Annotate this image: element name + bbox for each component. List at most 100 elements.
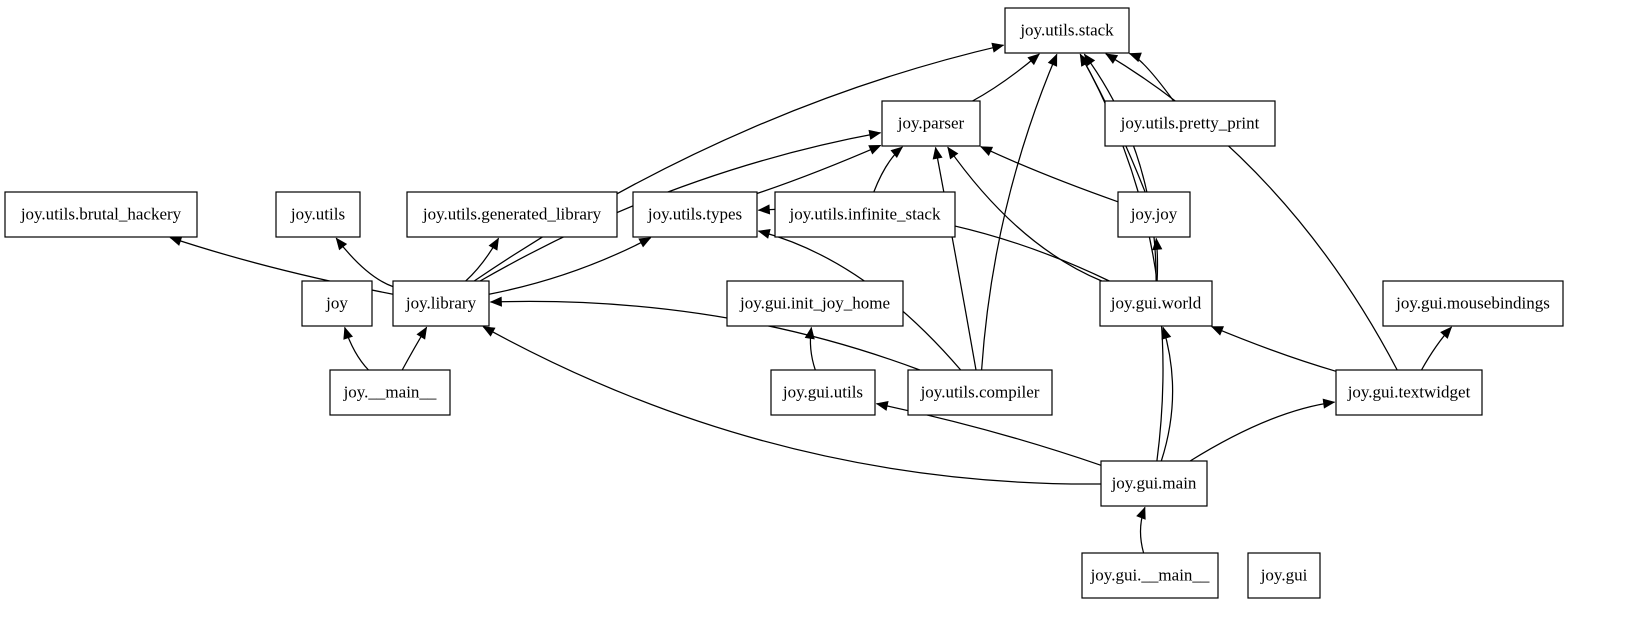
edge-joy-gui-main-to-joy-gui-textwidget [1189, 401, 1335, 462]
arrowhead-joy-gui-world-to-joy-parser [947, 146, 959, 160]
arrowhead-joy-library-to-joy-utils-brutal_hackery [169, 236, 183, 246]
node-box[interactable] [1099, 280, 1213, 327]
arrowhead-joy-gui-__main__-to-joy-gui-main [1136, 506, 1146, 520]
edge-joy-gui-main-to-joy-library [482, 326, 1102, 485]
arrowhead-joy-gui-main-to-joy-utils-stack [1079, 53, 1091, 67]
node-box[interactable] [770, 369, 876, 416]
edge-joy-gui-textwidget-to-joy-utils-stack [1105, 53, 1398, 371]
node-joy-gui-main[interactable]: joy.gui.main [1100, 460, 1208, 507]
arrowhead-joy-parser-to-joy-utils-stack [1027, 53, 1040, 66]
node-label: joy.joy [1130, 204, 1178, 223]
arrowhead-joy-gui-textwidget-to-joy-utils-stack [1105, 53, 1119, 64]
node-label: joy.__main__ [343, 382, 437, 401]
node-label: joy.utils.compiler [920, 382, 1040, 401]
node-box[interactable] [406, 191, 618, 238]
arrowhead-joy-gui-main-to-joy-gui-textwidget [1322, 398, 1336, 409]
node-joy-gui-world[interactable]: joy.gui.world [1099, 280, 1213, 327]
node-box[interactable] [774, 191, 956, 238]
node-joy-utils-stack[interactable]: joy.utils.stack [1004, 7, 1130, 54]
edge-joy-gui-world-to-joy-utils-stack [1083, 53, 1157, 282]
arrowhead-joy-gui-main-to-joy-gui-utils [875, 401, 889, 411]
node-box[interactable] [4, 191, 198, 238]
edge-joy-utils-pretty_print-to-joy-utils-stack [1129, 52, 1175, 102]
edge-joy-library-to-joy-utils-stack [473, 44, 1004, 282]
node-joy-utils-types[interactable]: joy.utils.types [632, 191, 758, 238]
arrowhead-joy-utils-compiler-to-joy-parser [932, 146, 943, 160]
node-box[interactable] [1335, 369, 1483, 416]
node-box[interactable] [1004, 7, 1130, 54]
node-label: joy.utils.types [647, 204, 742, 223]
edge-joy-gui-textwidget-to-joy-gui-world [1211, 326, 1337, 372]
edge-joy-utils-compiler-to-joy-library [490, 300, 921, 371]
arrowhead-joy-library-to-joy-utils-generated_library [488, 237, 499, 251]
node-joy[interactable]: joy [301, 280, 373, 327]
node-label: joy.utils.generated_library [422, 204, 602, 223]
edge-joy-utils-compiler-to-joy-parser [934, 147, 977, 371]
node-joy-utils[interactable]: joy.utils [275, 191, 361, 238]
arrowhead-joy-joy-to-joy-parser [979, 146, 994, 156]
edge-joy-utils-compiler-to-joy-utils-types [758, 230, 962, 371]
edge-joy-gui-main-to-joy-gui-world [1160, 327, 1174, 462]
node-joy-library[interactable]: joy.library [392, 280, 490, 327]
arrowhead-joy-library-to-joy-utils-types [638, 237, 652, 248]
node-label: joy.gui.main [1111, 473, 1197, 492]
node-box[interactable] [881, 100, 981, 147]
node-label: joy.gui [1260, 565, 1308, 584]
node-joy-gui-mousebindings[interactable]: joy.gui.mousebindings [1382, 280, 1564, 327]
arrowhead-joy-gui-main-to-joy-gui-world [1161, 326, 1172, 340]
node-label: joy.gui.__main__ [1090, 565, 1210, 584]
node-box[interactable] [1100, 460, 1208, 507]
node-joy-utils-infinite_stack[interactable]: joy.utils.infinite_stack [774, 191, 956, 238]
edge-joy-gui-world-to-joy-parser [947, 146, 1102, 282]
node-joy-__main__[interactable]: joy.__main__ [329, 369, 451, 416]
edge-joy-library-to-joy-parser [479, 132, 881, 282]
arrowhead-joy-utils-compiler-to-joy-utils-stack [1047, 53, 1058, 67]
arrowhead-joy-utils-types-to-joy-parser [868, 145, 882, 155]
node-box[interactable] [632, 191, 758, 238]
node-joy-gui-__main__[interactable]: joy.gui.__main__ [1081, 552, 1219, 599]
node-joy-utils-compiler[interactable]: joy.utils.compiler [907, 369, 1053, 416]
node-box[interactable] [726, 280, 904, 327]
node-joy-utils-generated_library[interactable]: joy.utils.generated_library [406, 191, 618, 238]
arrowhead-joy-gui-main-to-joy-library [482, 326, 496, 337]
node-label: joy.utils.pretty_print [1120, 113, 1260, 132]
node-box[interactable] [329, 369, 451, 416]
arrowhead-joy-__main__-to-joy [343, 326, 353, 340]
node-joy-parser[interactable]: joy.parser [881, 100, 981, 147]
edge-joy-utils-types-to-joy-parser [756, 144, 881, 195]
node-label: joy.utils.infinite_stack [789, 204, 941, 223]
node-label: joy.gui.utils [782, 382, 863, 401]
node-label: joy.utils.stack [1019, 20, 1114, 39]
arrowhead-joy-library-to-joy-utils [335, 237, 348, 251]
node-box[interactable] [1117, 191, 1191, 238]
arrowhead-joy-gui-world-to-joy-utils-types [757, 204, 771, 215]
node-box[interactable] [907, 369, 1053, 416]
node-box[interactable] [392, 280, 490, 327]
node-box[interactable] [1081, 552, 1219, 599]
node-box[interactable] [1247, 552, 1321, 599]
arrowhead-joy-__main__-to-joy-library [416, 326, 428, 340]
node-label: joy.library [405, 293, 477, 312]
arrowhead-joy-library-to-joy-parser [868, 129, 882, 140]
arrowhead-joy-library-to-joy-utils-stack [991, 42, 1005, 53]
node-box[interactable] [1104, 100, 1276, 147]
node-box[interactable] [275, 191, 361, 238]
arrowhead-joy-gui-textwidget-to-joy-gui-world [1210, 326, 1224, 336]
node-joy-gui-init_joy_home[interactable]: joy.gui.init_joy_home [726, 280, 904, 327]
node-box[interactable] [301, 280, 373, 327]
node-joy-utils-pretty_print[interactable]: joy.utils.pretty_print [1104, 100, 1276, 147]
arrowhead-joy-gui-world-to-joy-joy [1152, 237, 1163, 251]
edge-joy-utils-compiler-to-joy-utils-stack [980, 54, 1058, 371]
node-joy-gui-utils[interactable]: joy.gui.utils [770, 369, 876, 416]
node-joy-gui[interactable]: joy.gui [1247, 552, 1321, 599]
node-label: joy.utils.brutal_hackery [20, 204, 182, 223]
node-joy-joy[interactable]: joy.joy [1117, 191, 1191, 238]
node-joy-gui-textwidget[interactable]: joy.gui.textwidget [1335, 369, 1483, 416]
node-label: joy.parser [897, 113, 965, 132]
node-label: joy.gui.mousebindings [1395, 293, 1550, 312]
node-label: joy [325, 293, 348, 312]
node-label: joy.utils [290, 204, 345, 223]
node-joy-utils-brutal_hackery[interactable]: joy.utils.brutal_hackery [4, 191, 198, 238]
arrowhead-joy-utils-compiler-to-joy-library [489, 296, 502, 307]
node-box[interactable] [1382, 280, 1564, 327]
